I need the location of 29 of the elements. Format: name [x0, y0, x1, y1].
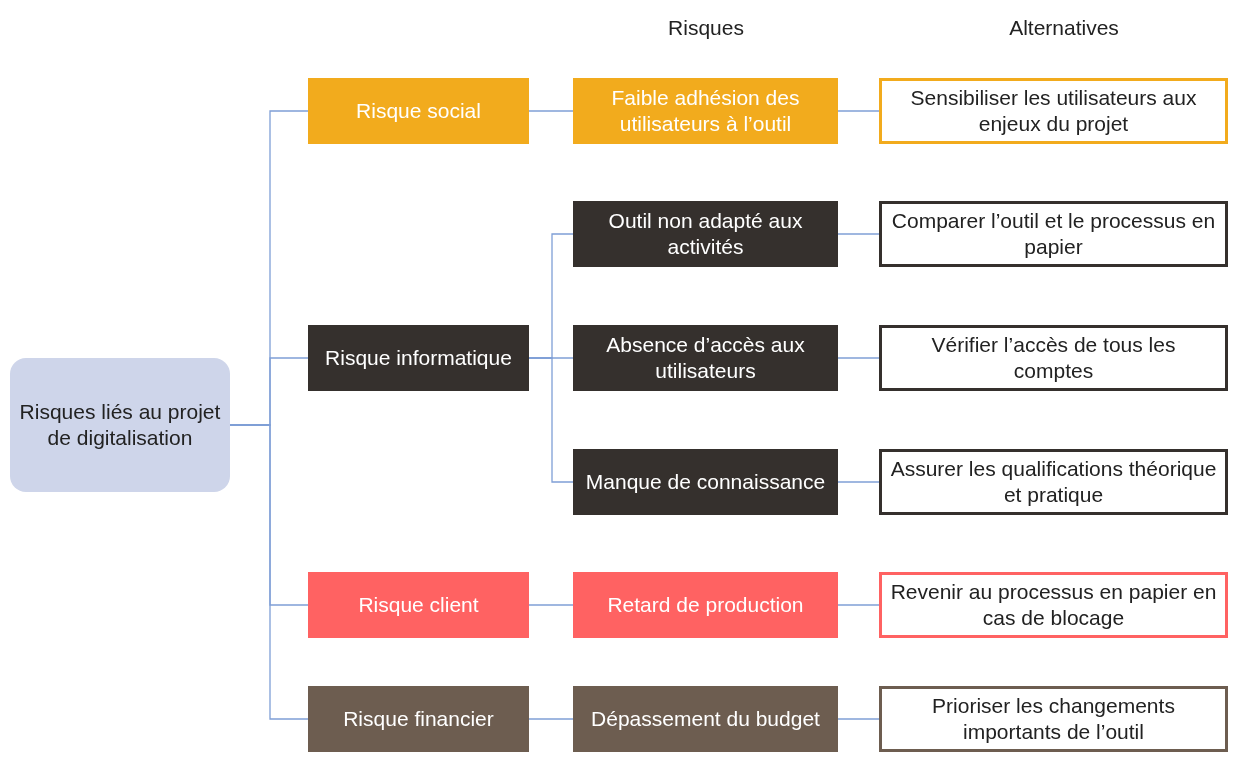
connector-line — [837, 357, 880, 359]
connector-line — [528, 718, 574, 720]
column-heading: Alternatives — [1008, 16, 1120, 40]
connector-line — [837, 718, 880, 720]
risk-box: Manque de connaissance — [573, 449, 838, 515]
connector-line — [528, 357, 574, 483]
risk-box: Risque client — [308, 572, 529, 638]
risk-box: Outil non adapté aux activités — [573, 201, 838, 267]
connector-line — [528, 604, 574, 606]
risk-box: Risque informatique — [308, 325, 529, 391]
connector-line — [837, 110, 880, 112]
alternative-box: Revenir au processus en papier en cas de blocage — [879, 572, 1228, 638]
risk-box: Dépassement du budget — [573, 686, 838, 752]
alternative-box: Vérifier l’accès de tous les comptes — [879, 325, 1228, 391]
root-box: Risques liés au projet de digitalisation — [10, 358, 230, 492]
risk-box: Absence d’accès aux utilisateurs — [573, 325, 838, 391]
connector-line — [837, 233, 880, 235]
alternative-box: Comparer l’outil et le processus en papier — [879, 201, 1228, 267]
connector-line — [837, 604, 880, 606]
connector-line — [837, 481, 880, 483]
risk-box: Risque social — [308, 78, 529, 144]
connector-line — [528, 110, 574, 112]
risk-box: Risque financier — [308, 686, 529, 752]
alternative-box: Prioriser les changements importants de l’outil — [879, 686, 1228, 752]
risk-box: Faible adhésion des utilisateurs à l’outil — [573, 78, 838, 144]
alternative-box: Sensibiliser les utilisateurs aux enjeux du projet — [879, 78, 1228, 144]
alternative-box: Assurer les qualifications théorique et pratique — [879, 449, 1228, 515]
risk-box: Retard de production — [573, 572, 838, 638]
column-heading: Risques — [667, 16, 745, 40]
